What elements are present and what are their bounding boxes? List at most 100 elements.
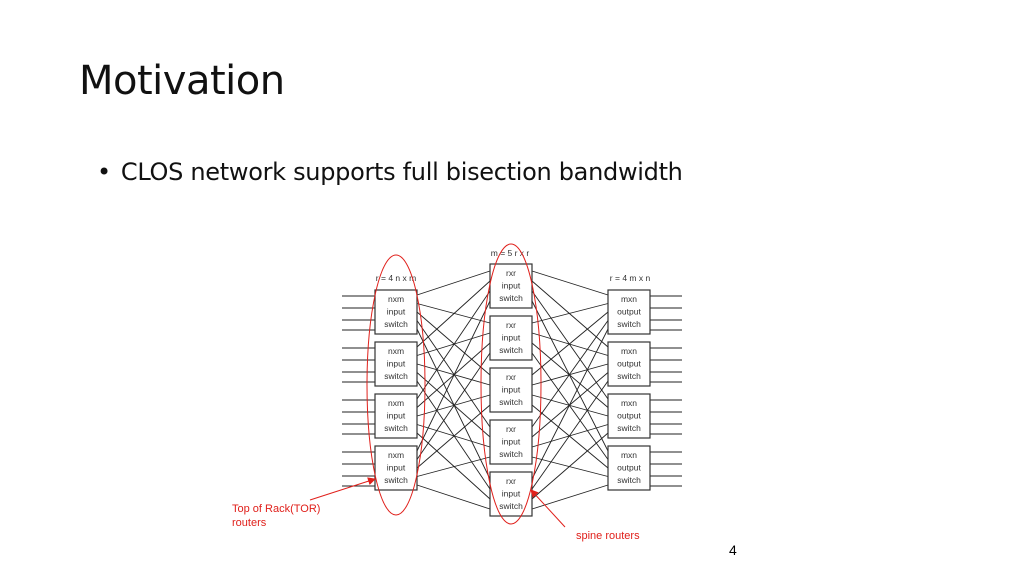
- right-stage-header: r = 4 m x n: [610, 273, 651, 283]
- switch-label: input: [387, 411, 406, 421]
- left-middle-link: [416, 380, 491, 490]
- switch-label: switch: [384, 319, 408, 329]
- middle-right-link: [531, 280, 609, 348]
- switch-label: switch: [384, 423, 408, 433]
- output-switch: mxn output switch: [607, 393, 651, 439]
- left-middle-link: [416, 432, 491, 500]
- output-switch: mxn output switch: [607, 445, 651, 491]
- switch-label: input: [502, 489, 521, 499]
- switch-label: input: [502, 385, 521, 395]
- middle-stage-header: m = 5 r x r: [491, 248, 530, 258]
- middle-switch: rxr input switch: [489, 263, 533, 309]
- middle-right-link: [531, 303, 609, 324]
- switch-label: switch: [499, 501, 523, 511]
- switch-label: nxm: [388, 450, 404, 460]
- spine-arrow: [530, 489, 566, 528]
- switch-label: rxr: [506, 424, 516, 434]
- left-middle-link: [416, 280, 491, 348]
- left-middle-link: [416, 404, 491, 469]
- switch-label: switch: [617, 475, 641, 485]
- bullet-marker: •: [97, 158, 111, 186]
- output-switch: mxn output switch: [607, 289, 651, 335]
- switch-label: input: [502, 437, 521, 447]
- middle-right-link: [531, 328, 609, 480]
- middle-switch: rxr input switch: [489, 315, 533, 361]
- switch-label: switch: [499, 449, 523, 459]
- left-middle-link: [416, 456, 491, 477]
- switch-label: nxm: [388, 346, 404, 356]
- middle-switch: rxr input switch: [489, 367, 533, 413]
- switch-label: switch: [617, 371, 641, 381]
- left-stage-header: r = 4 n x m: [376, 273, 416, 283]
- switch-label: switch: [499, 293, 523, 303]
- tor-annotation-line2: routers: [232, 517, 267, 529]
- middle-right-link: [531, 270, 609, 296]
- switch-label: switch: [499, 397, 523, 407]
- switch-label: switch: [617, 319, 641, 329]
- input-switch: nxm input switch: [374, 341, 418, 387]
- left-middle-link: [416, 363, 491, 386]
- middle-right-link: [531, 432, 609, 500]
- bullet-item: • CLOS network supports full bisection ba…: [97, 158, 683, 186]
- middle-right-link: [531, 456, 609, 477]
- left-middle-link: [416, 320, 491, 428]
- switch-label: mxn: [621, 398, 637, 408]
- switch-label: switch: [384, 371, 408, 381]
- switch-label: mxn: [621, 450, 637, 460]
- tor-arrow: [309, 477, 376, 501]
- page-number: 4: [729, 542, 737, 558]
- left-middle-link: [416, 484, 491, 510]
- middle-right-link: [531, 380, 609, 490]
- tor-annotation-line1: Top of Rack(TOR): [232, 503, 320, 515]
- spine-annotation: spine routers: [576, 530, 640, 542]
- interconnect-wires: [416, 270, 609, 510]
- tor-highlight-ellipse: [366, 254, 426, 516]
- switch-label: rxr: [506, 372, 516, 382]
- spine-highlight-ellipse: [480, 243, 542, 525]
- switch-label: switch: [617, 423, 641, 433]
- left-middle-link: [416, 270, 491, 296]
- left-middle-link: [416, 328, 491, 480]
- switch-label: input: [502, 333, 521, 343]
- switch-label: output: [617, 411, 641, 421]
- switch-label: switch: [499, 345, 523, 355]
- left-middle-link: [416, 424, 491, 448]
- port-stubs: [342, 295, 682, 487]
- middle-right-link: [531, 404, 609, 469]
- input-switch: nxm input switch: [374, 445, 418, 491]
- left-middle-link: [416, 352, 491, 460]
- middle-right-link: [531, 424, 609, 448]
- switch-label: output: [617, 307, 641, 317]
- output-switch: mxn output switch: [607, 341, 651, 387]
- switch-label: output: [617, 463, 641, 473]
- middle-right-link: [531, 320, 609, 428]
- middle-right-link: [531, 352, 609, 460]
- switch-label: input: [387, 307, 406, 317]
- left-middle-link: [416, 372, 491, 438]
- slide-title: Motivation: [79, 58, 285, 104]
- switch-label: output: [617, 359, 641, 369]
- switch-label: input: [502, 281, 521, 291]
- switch-label: input: [387, 463, 406, 473]
- middle-right-link: [531, 311, 609, 376]
- left-middle-link: [416, 300, 491, 452]
- middle-right-link: [531, 300, 609, 452]
- switch-label: input: [387, 359, 406, 369]
- left-middle-link: [416, 311, 491, 376]
- switch-label: rxr: [506, 476, 516, 486]
- left-middle-link: [416, 290, 491, 400]
- middle-right-link: [531, 372, 609, 438]
- switch-label: rxr: [506, 268, 516, 278]
- input-switch: nxm input switch: [374, 393, 418, 439]
- switch-label: nxm: [388, 398, 404, 408]
- switch-label: rxr: [506, 320, 516, 330]
- middle-switch: rxr input switch: [489, 471, 533, 517]
- switch-label: mxn: [621, 294, 637, 304]
- switch-label: switch: [384, 475, 408, 485]
- bullet-text: CLOS network supports full bisection ban…: [120, 158, 683, 186]
- middle-right-link: [531, 290, 609, 400]
- switch-label: mxn: [621, 346, 637, 356]
